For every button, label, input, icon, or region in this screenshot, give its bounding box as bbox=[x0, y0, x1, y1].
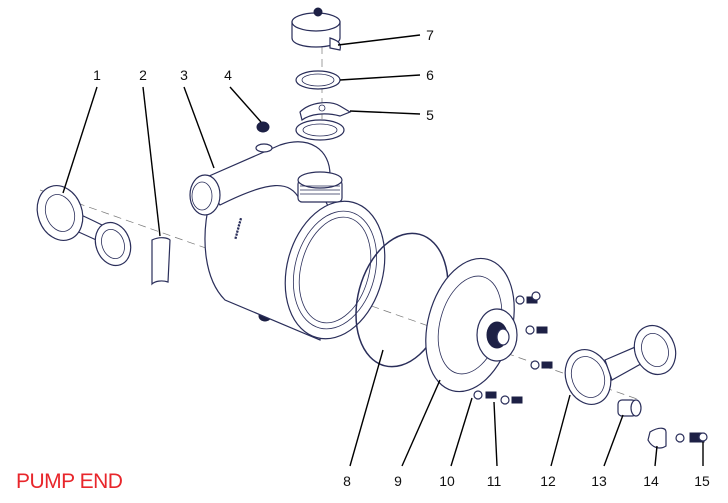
part-13-bushing bbox=[617, 399, 642, 417]
parts-10-11-washers-bolts bbox=[473, 291, 553, 405]
callout-8: 8 bbox=[343, 473, 351, 489]
callout-12: 12 bbox=[540, 473, 556, 489]
callout-15: 15 bbox=[694, 473, 710, 489]
part-3-pump-housing: ▪▪▪▪▪▪▪ bbox=[189, 141, 386, 341]
callout-3: 3 bbox=[180, 67, 188, 83]
part-1-cap-strap bbox=[36, 185, 132, 267]
part-7-valve-cap bbox=[291, 7, 341, 51]
diagram-title: PUMP END bbox=[16, 470, 123, 493]
callout-14: 14 bbox=[643, 473, 659, 489]
callout-6: 6 bbox=[426, 67, 434, 83]
part-9-back-plate bbox=[425, 257, 518, 393]
callout-7: 7 bbox=[426, 27, 434, 43]
part-15-bolt bbox=[675, 432, 708, 443]
part-5-clamp-and-ring bbox=[295, 102, 352, 141]
callout-9: 9 bbox=[394, 473, 402, 489]
part-2-shim bbox=[151, 237, 171, 286]
part-14-cone-washer bbox=[647, 427, 667, 449]
callout-2: 2 bbox=[139, 67, 147, 83]
leader-lines bbox=[62, 34, 704, 467]
callout-1: 1 bbox=[93, 67, 101, 83]
callout-13: 13 bbox=[591, 473, 607, 489]
callout-5: 5 bbox=[426, 107, 434, 123]
part-4-plug-top bbox=[256, 121, 270, 133]
callout-10: 10 bbox=[439, 473, 455, 489]
callout-4: 4 bbox=[224, 67, 232, 83]
callout-11: 11 bbox=[487, 473, 502, 489]
part-12-cap-strap bbox=[564, 324, 677, 405]
